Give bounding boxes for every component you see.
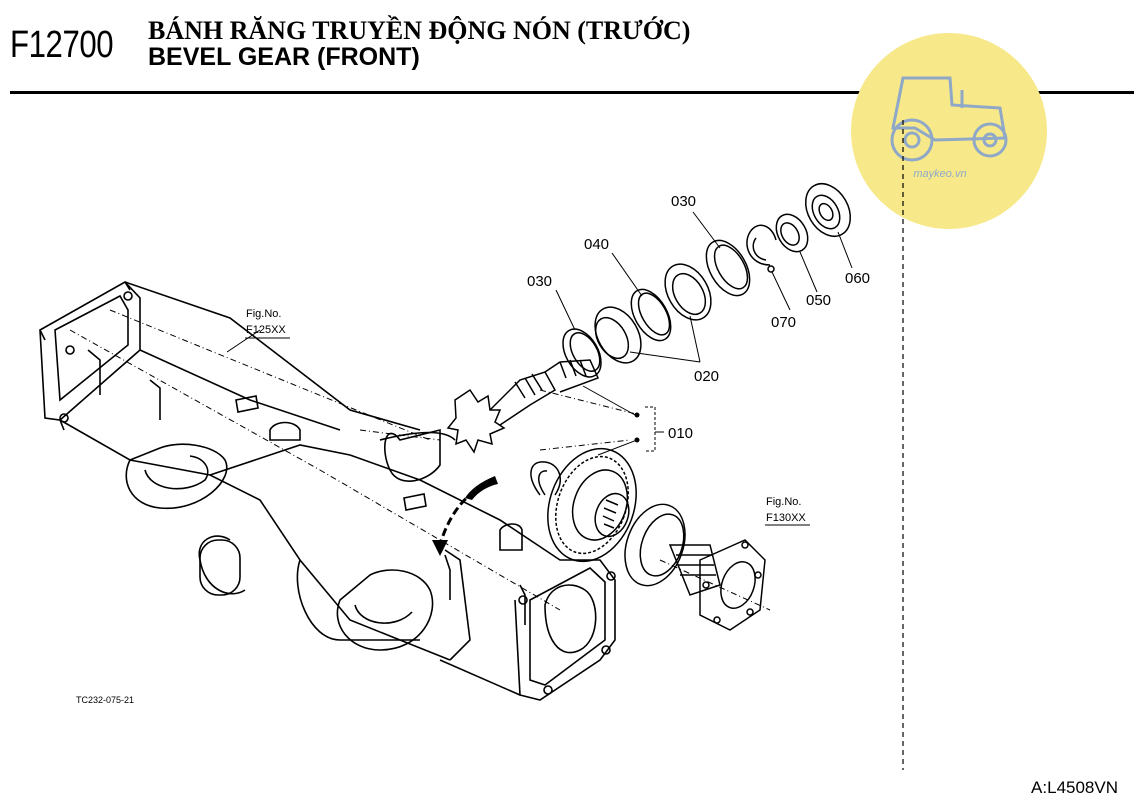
mounting-arrow [432,476,498,556]
part-070-snap-ring [746,224,777,273]
title-vietnamese: BÁNH RĂNG TRUYỀN ĐỘNG NÓN (TRƯỚC) [148,16,691,45]
watermark-text: maykeo.vn [913,168,966,180]
pinion-shaft [446,359,600,454]
header-rule [10,91,1134,94]
fig-ref-left: Fig.No. F125XX [246,308,286,336]
callout-040: 040 [584,236,609,253]
part-020-bearing-left [594,306,642,364]
part-030-right [705,239,751,297]
watermark-circle [851,33,1047,229]
title-english: BEVEL GEAR (FRONT) [148,43,420,71]
fig-ref-right: Fig.No. F130XX [766,496,806,524]
fig-ref-left-label: Fig.No. [246,308,281,320]
callout-labels: 010 020 030 030 040 050 060 070 [527,193,870,442]
callout-050: 050 [806,292,831,309]
assembly-lines [69,309,771,611]
fig-ref-right-label: Fig.No. [766,496,801,508]
fig-ref-left-code: F125XX [246,324,286,336]
callout-010: 010 [668,425,693,442]
tractor-icon [890,76,1008,162]
drawing-code: TC232-075-21 [76,695,134,705]
callout-060: 060 [845,270,870,287]
part-050-nut [775,213,809,253]
callout-070: 070 [771,314,796,331]
flange-assembly [624,503,766,631]
part-040 [630,288,672,342]
snap-ring-left [530,461,561,496]
callout-030-right: 030 [671,193,696,210]
axle-housing [39,280,616,701]
part-060-oil-seal [804,183,852,237]
figure-code: F12700 [10,24,114,66]
part-020-bearing-right [664,263,712,321]
callout-030-left: 030 [527,273,552,290]
watermark: maykeo.vn [851,33,1047,229]
callout-020: 020 [694,368,719,385]
callout-010-bracket [634,406,664,452]
reference-code: A:L4508VN [1031,778,1118,797]
fig-ref-right-code: F130XX [766,512,806,524]
leader-lines [226,211,853,526]
ring-gear [547,447,637,563]
part-030-left [562,328,602,378]
